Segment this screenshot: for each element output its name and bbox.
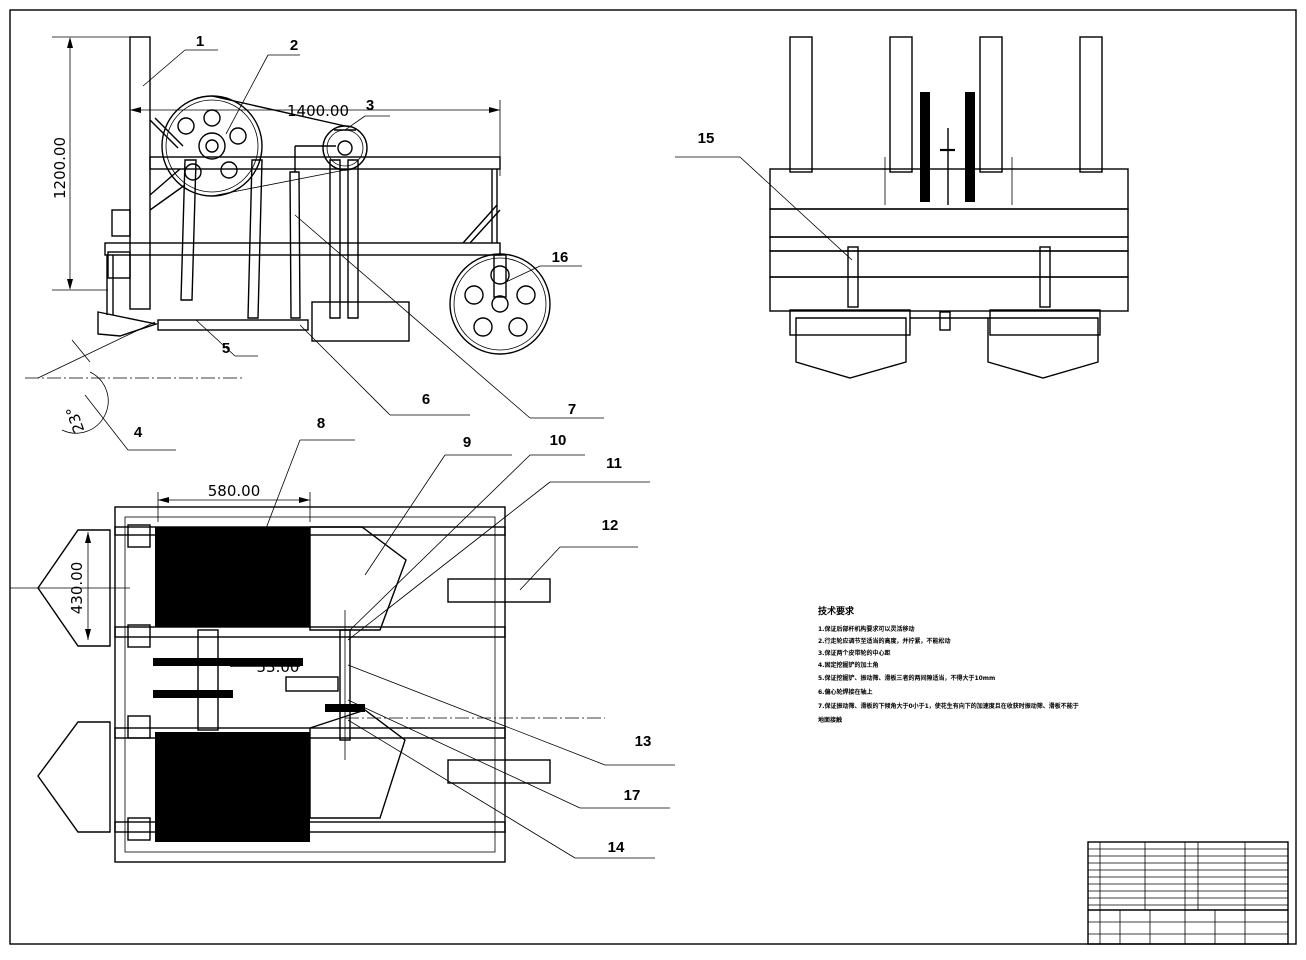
- label-12: 12: [602, 517, 619, 534]
- upper-rail: [149, 156, 501, 170]
- dim-53: 53.00: [257, 658, 300, 676]
- dim-1200: 1200.00: [51, 137, 69, 199]
- top-view: 580.00 430.00: [10, 439, 675, 863]
- digger-left-lower: [37, 721, 111, 833]
- tech-req-5: 5.保证挖掘铲、振动筛、滑板三者的两间隙适当，不得大于10mm: [818, 674, 995, 682]
- label-8: 8: [317, 415, 325, 432]
- slide-plate: [311, 301, 410, 342]
- label-17: 17: [624, 787, 641, 804]
- label-1: 1: [196, 33, 204, 50]
- screen-upper: [155, 527, 310, 627]
- label-9: 9: [463, 434, 471, 451]
- tech-req-7: 7.保证振动筛、滑板的下倾角大于0小于1，使花生有向下的加速度且在收获时振动筛、…: [818, 702, 1079, 710]
- drawing-border: [9, 9, 1297, 945]
- label-3: 3: [366, 97, 374, 114]
- label-2: 2: [290, 37, 298, 54]
- big-pulley: [161, 95, 263, 197]
- ground-wheel: [449, 253, 551, 355]
- tech-req-title: 技术要求: [818, 605, 855, 617]
- frame-post: [129, 36, 151, 310]
- tech-req-6: 6.偏心轮焊接在轴上: [818, 688, 872, 696]
- front-view: [675, 36, 1129, 379]
- screen-lower: [155, 732, 310, 842]
- shaker-screen: [157, 319, 309, 331]
- label-14: 14: [608, 839, 625, 856]
- digger-left-upper: [37, 529, 111, 647]
- label-4: 4: [134, 424, 143, 441]
- label-6: 6: [422, 391, 430, 408]
- label-16: 16: [552, 249, 569, 266]
- angle-23: 23°: [62, 404, 88, 435]
- label-13: 13: [635, 733, 652, 750]
- title-block: [1087, 841, 1289, 945]
- dim-580: 580.00: [208, 482, 261, 500]
- tech-req-4: 4.固定挖掘铲的加土角: [818, 661, 878, 669]
- tech-req-2: 2.行走轮应调节至适当的高度，并拧紧，不能松动: [818, 637, 950, 645]
- label-11: 11: [606, 455, 622, 472]
- tech-req-3: 3.保证两个皮带轮的中心距: [818, 649, 890, 657]
- digging-shovel: [97, 209, 159, 337]
- chain-right: [965, 92, 975, 202]
- part-labels: 1 2 3 4 5 6 7 8 9 10 11 12 13 14 15 16 1…: [134, 33, 715, 856]
- side-view: 1200.00 1400.00: [25, 36, 604, 451]
- dim-1400: 1400.00: [287, 102, 349, 120]
- chain-left: [920, 92, 930, 202]
- label-5: 5: [222, 340, 230, 357]
- label-7: 7: [568, 401, 576, 418]
- label-10: 10: [550, 432, 567, 449]
- tech-req-8: 地面接触: [818, 716, 842, 724]
- tech-req-1: 1.保证后部杆机构要求可以灵活移动: [818, 625, 914, 633]
- lower-rail: [104, 242, 501, 256]
- technical-requirements: 技术要求 1.保证后部杆机构要求可以灵活移动 2.行走轮应调节至适当的高度，并拧…: [818, 605, 1079, 724]
- label-15: 15: [698, 130, 715, 147]
